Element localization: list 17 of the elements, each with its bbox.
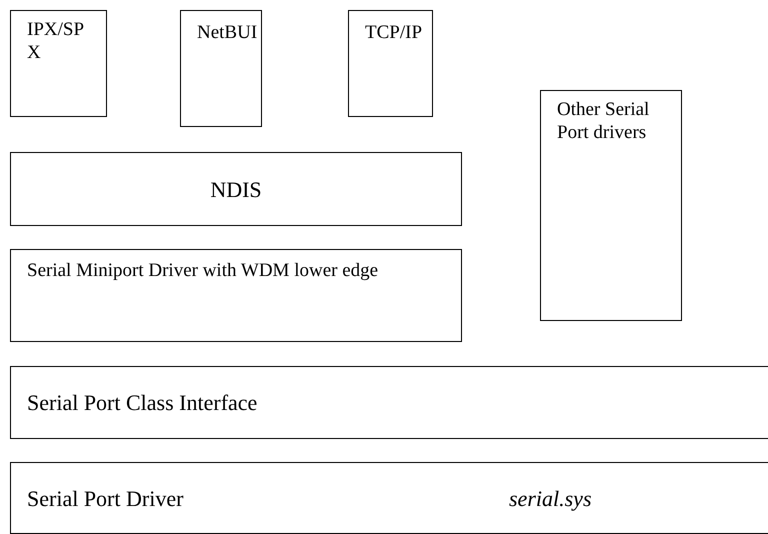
layer-box bbox=[348, 10, 433, 117]
layer-box bbox=[10, 462, 768, 534]
layer-box bbox=[10, 249, 462, 342]
layer-label: NetBUI bbox=[197, 22, 258, 43]
layer-label: IPX/SPX bbox=[27, 19, 84, 63]
layer-label: TCP/IP bbox=[365, 22, 422, 43]
layer-label: NDIS bbox=[210, 176, 262, 204]
layer-box bbox=[540, 90, 682, 321]
layer-box bbox=[180, 10, 262, 127]
layer-box bbox=[10, 10, 107, 117]
file-name: serial.sys bbox=[509, 484, 592, 513]
layer-box bbox=[10, 366, 768, 439]
layer-label: Serial Port Driver bbox=[27, 484, 184, 512]
layer-label: Serial Port Class Interface bbox=[27, 389, 258, 417]
layer-box bbox=[10, 152, 462, 226]
layer-label: Serial Miniport Driver with WDM lower edge bbox=[27, 260, 378, 281]
layer-label: Other Serial Port drivers bbox=[557, 99, 650, 143]
